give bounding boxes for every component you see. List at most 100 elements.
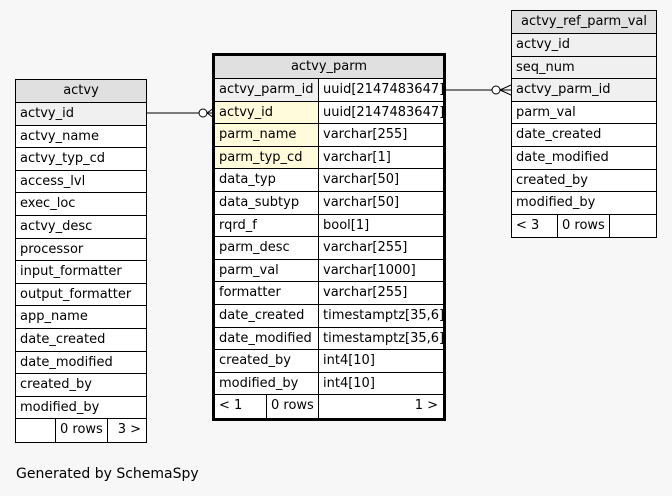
column-name: date_modified	[20, 354, 113, 370]
column-row: date_created	[16, 329, 146, 352]
column-type: int4[10]	[323, 353, 375, 369]
column-name: date_created	[215, 304, 319, 327]
column-name: output_formatter	[20, 286, 132, 302]
column-name: parm_val	[215, 259, 319, 282]
column-name: processor	[20, 241, 84, 257]
column-name: parm_desc	[215, 237, 319, 259]
column-name: formatter	[215, 282, 319, 304]
meta-cell: 0 rows	[267, 395, 319, 418]
link-optional-circle-icon	[491, 85, 501, 95]
table-title: actvy_ref_parm_val	[512, 11, 656, 34]
column-row: output_formatter	[16, 284, 146, 307]
column-name: data_subtyp	[215, 191, 319, 214]
column-row: created_by	[16, 374, 146, 397]
column-type: varchar[255]	[323, 285, 408, 301]
column-row: actvy_parm_id uuid[2147483647]	[215, 79, 443, 102]
column-row: processor	[16, 239, 146, 262]
column-type: varchar[1]	[323, 149, 391, 165]
column-row: modified_by	[16, 397, 146, 420]
column-name: parm_val	[516, 104, 576, 120]
column-row: actvy_id	[512, 34, 656, 57]
column-name: modified_by	[215, 372, 319, 395]
column-name: created_by	[516, 172, 588, 188]
column-name: modified_by	[516, 195, 596, 211]
column-row: parm_val	[512, 102, 656, 125]
column-name: actvy_desc	[20, 218, 93, 234]
column-type: varchar[50]	[323, 194, 400, 210]
table-title: actvy	[16, 80, 146, 103]
link-optional-circle-icon	[198, 108, 208, 118]
column-type: uuid[2147483647]	[323, 104, 443, 120]
column-name: created_by	[215, 350, 319, 372]
column-row: date_created	[512, 124, 656, 147]
meta-cell: 3 >	[117, 422, 141, 438]
column-name: exec_loc	[20, 196, 76, 212]
meta-cell: < 3	[512, 214, 558, 238]
meta-cell: 0 rows	[56, 419, 108, 442]
column-name: app_name	[20, 309, 88, 325]
column-row: date_modified	[512, 147, 656, 170]
column-type: varchar[255]	[323, 240, 408, 256]
column-type: varchar[255]	[323, 127, 408, 143]
meta-cell: < 1	[215, 395, 267, 418]
column-name: date_created	[20, 331, 106, 347]
column-type: uuid[2147483647]	[323, 82, 443, 97]
column-name: access_lvl	[20, 173, 86, 189]
column-type: timestamptz[35,6]	[323, 330, 443, 346]
column-name: actvy_typ_cd	[20, 151, 106, 167]
column-row: modified_by	[512, 192, 656, 215]
column-name: actvy_name	[20, 128, 99, 144]
meta-cell: 0 rows	[558, 214, 610, 238]
generated-by-label: Generated by SchemaSpy	[16, 466, 199, 482]
column-name: date_modified	[215, 327, 319, 350]
column-name: date_modified	[516, 149, 609, 165]
column-name: parm_name	[215, 124, 319, 146]
column-name: actvy_parm_id	[215, 79, 319, 101]
column-row: app_name	[16, 306, 146, 329]
column-name: actvy_id	[16, 103, 146, 125]
column-row: seq_num	[512, 56, 656, 80]
link-crowfoot-icon	[499, 84, 512, 96]
column-name: input_formatter	[20, 264, 122, 280]
column-type: timestamptz[35,6]	[323, 307, 443, 323]
meta-cell	[16, 419, 56, 442]
column-row: exec_loc	[16, 193, 146, 216]
column-name: actvy_parm_id	[512, 79, 656, 101]
column-row: date_modified	[16, 352, 146, 375]
column-name: rqrd_f	[215, 214, 319, 237]
column-name: seq_num	[512, 56, 656, 79]
column-name: date_created	[516, 127, 602, 143]
column-row: actvy_id	[16, 103, 146, 126]
column-name: created_by	[20, 377, 92, 393]
column-type: varchar[50]	[323, 172, 400, 188]
table-meta-row: 0 rows 3 >	[16, 419, 146, 442]
meta-cell	[610, 215, 656, 238]
column-name: modified_by	[20, 399, 100, 415]
column-type: bool[1]	[323, 217, 370, 233]
column-type: varchar[1000]	[323, 262, 416, 278]
column-row: input_formatter	[16, 261, 146, 284]
column-name: parm_typ_cd	[215, 146, 319, 169]
column-name: data_typ	[215, 169, 319, 191]
column-row: access_lvl	[16, 171, 146, 194]
column-name: actvy_id	[215, 101, 319, 124]
table-title: actvy_parm	[215, 56, 443, 79]
